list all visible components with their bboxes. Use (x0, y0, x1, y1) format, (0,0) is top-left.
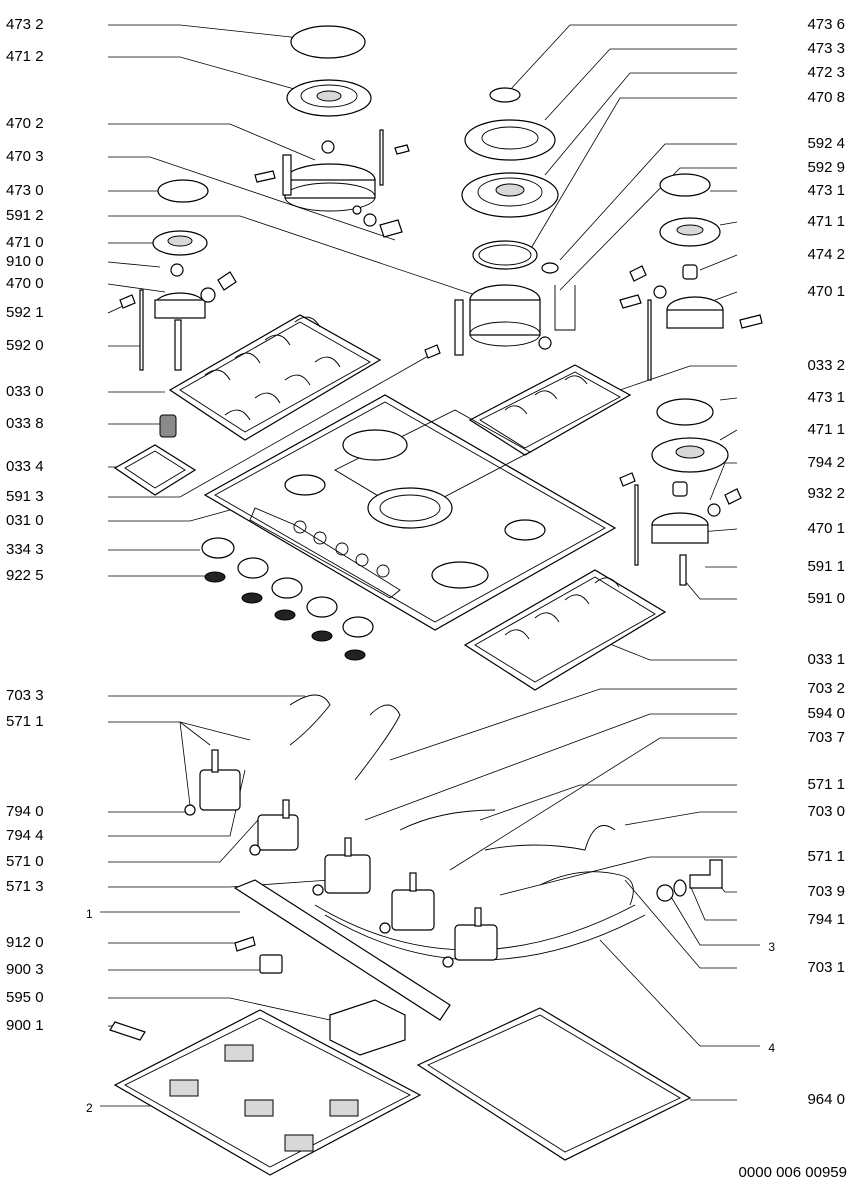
gas-inlet-elbow (656, 859, 723, 902)
label-left-7: 471 0 (6, 234, 44, 251)
burner-crown-centre (461, 172, 559, 218)
burner-cap-right-lower (656, 398, 714, 426)
label-right-5: 592 4 (807, 135, 845, 152)
burner-base-large (254, 129, 410, 238)
burner-cap-small-left (157, 179, 209, 203)
label-left-27: 900 3 (6, 961, 44, 978)
hob-top-plate (203, 394, 617, 631)
label-right-8: 471 1 (807, 213, 845, 230)
burner-cap-centre (489, 87, 521, 103)
label-right-16: 470 1 (807, 520, 845, 537)
burner-base-centre (424, 262, 576, 359)
control-knobs (201, 537, 374, 661)
leader-lines-left (100, 24, 491, 1107)
pan-support-right-upper (468, 364, 632, 456)
label-right-17: 591 1 (807, 558, 845, 575)
burner-crown-large (286, 79, 372, 117)
label-left-26: 912 0 (6, 934, 44, 951)
label-right-24: 703 0 (807, 803, 845, 820)
label-left-22: 794 4 (6, 827, 44, 844)
label-left-20: 571 1 (6, 713, 44, 730)
label-left-17: 334 3 (6, 541, 44, 558)
label-left-24: 571 3 (6, 878, 44, 895)
label-right-23: 571 1 (807, 776, 845, 793)
gas-pipes (289, 694, 646, 961)
pan-support-left (168, 314, 382, 441)
front-rail (233, 879, 451, 1021)
label-right-20: 703 2 (807, 680, 845, 697)
burner-crown-right-upper (659, 217, 721, 247)
label-right-12: 473 1 (807, 389, 845, 406)
label-right-22: 703 7 (807, 729, 845, 746)
label-left-23: 571 0 (6, 853, 44, 870)
label-left-15: 591 3 (6, 488, 44, 505)
label-right-30: 4 (768, 1041, 775, 1055)
gasket-centre (472, 240, 538, 270)
gas-taps (184, 749, 498, 968)
label-right-25: 571 1 (807, 848, 845, 865)
label-left-13: 033 8 (6, 415, 44, 432)
label-left-19: 703 3 (6, 687, 44, 704)
label-left-12: 033 0 (6, 383, 44, 400)
label-right-4: 470 8 (807, 89, 845, 106)
label-right-19: 033 1 (807, 651, 845, 668)
label-right-10: 470 1 (807, 283, 845, 300)
label-right-1: 473 6 (807, 16, 845, 33)
leader-lines-right (364, 24, 760, 1101)
label-left-3: 470 2 (6, 115, 44, 132)
base-tray (113, 1009, 422, 1176)
label-right-11: 033 2 (807, 357, 845, 374)
label-right-3: 472 3 (807, 64, 845, 81)
label-left-8: 910 0 (6, 253, 44, 270)
label-left-1: 473 2 (6, 16, 44, 33)
rubber-foot (159, 414, 177, 438)
label-right-14: 794 2 (807, 454, 845, 471)
burner-ring-centre (464, 119, 556, 161)
label-left-10: 592 1 (6, 304, 44, 321)
label-right-15: 932 2 (807, 485, 845, 502)
screw (234, 936, 256, 952)
label-right-21: 594 0 (807, 705, 845, 722)
label-right-18: 591 0 (807, 590, 845, 607)
burner-base-right-upper (619, 264, 763, 381)
label-left-16: 031 0 (6, 512, 44, 529)
ignition-module (329, 999, 406, 1056)
burner-cap-large (290, 25, 366, 59)
label-left-28: 595 0 (6, 989, 44, 1006)
label-left-11: 592 0 (6, 337, 44, 354)
label-right-7: 473 1 (807, 182, 845, 199)
pan-support-right-lower (463, 569, 667, 691)
label-left-18: 922 5 (6, 567, 44, 584)
wok-ring (113, 444, 197, 496)
label-right-13: 471 1 (807, 421, 845, 438)
drawing-number: 0000 006 00959 (738, 1164, 847, 1181)
label-left-25: 1 (86, 907, 93, 921)
label-right-6: 592 9 (807, 159, 845, 176)
label-left-6: 591 2 (6, 207, 44, 224)
label-left-30: 2 (86, 1101, 93, 1115)
label-left-14: 033 4 (6, 458, 44, 475)
label-right-28: 3 (768, 940, 775, 954)
seal-gasket (416, 1007, 692, 1161)
label-right-9: 474 2 (807, 246, 845, 263)
label-left-5: 473 0 (6, 182, 44, 199)
label-left-2: 471 2 (6, 48, 44, 65)
burner-crown-small-left (152, 230, 208, 256)
burner-cap-right-upper (659, 173, 711, 197)
label-left-21: 794 0 (6, 803, 44, 820)
label-left-29: 900 1 (6, 1017, 44, 1034)
burner-base-right-lower (619, 472, 742, 586)
burner-base-small-left (119, 263, 237, 371)
label-right-29: 703 1 (807, 959, 845, 976)
label-right-31: 964 0 (807, 1091, 845, 1108)
label-right-26: 703 9 (807, 883, 845, 900)
clip (259, 954, 283, 974)
label-left-4: 470 3 (6, 148, 44, 165)
bracket (109, 1021, 146, 1041)
burner-crown-right-lower (651, 437, 729, 473)
label-right-27: 794 1 (807, 911, 845, 928)
label-right-2: 473 3 (807, 40, 845, 57)
label-left-9: 470 0 (6, 275, 44, 292)
